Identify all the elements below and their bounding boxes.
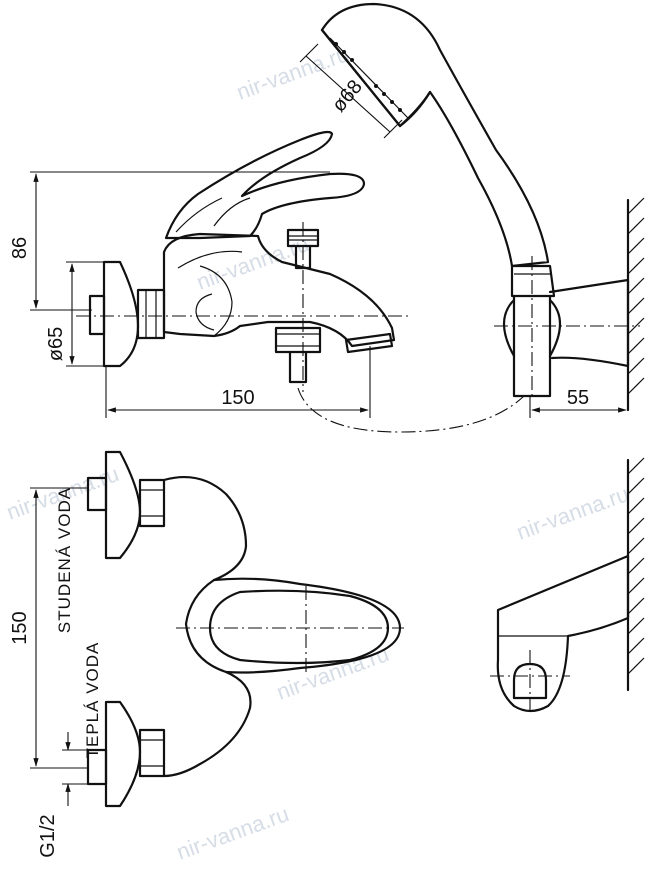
hot-water-label: TEPLÁ VODA [83,642,102,759]
dimension-label-150-bottom: 150 [9,611,31,644]
lever-detail [175,197,251,233]
lever-handle [164,130,366,240]
wall-hatching [627,197,645,395]
extension-lines [30,487,88,769]
shower-outlet-stem [288,350,308,384]
mixer-top-view [86,450,404,808]
upper-nut-edges [140,489,164,517]
holder-clamp [503,298,561,358]
dimension-86: 86 [9,171,330,311]
diverter-cap [286,228,320,248]
body-contour-top [177,250,243,269]
dimension-diameter-65: ø65 [45,261,104,367]
dimension-55: 55 [529,387,627,418]
shower-holder-side [494,256,640,400]
body-outline [162,476,252,778]
shower-outlet-nut [274,326,322,354]
shower-handle-end [510,264,556,298]
nut-edges [145,290,157,338]
extension-lines [30,171,330,311]
upper-nut [138,478,166,528]
lower-nut [138,728,166,778]
extension-lines [66,261,104,367]
holder-bracket [548,278,630,368]
wall-bottom [626,457,645,692]
cold-water-label: STUDENÁ VODA [55,487,74,633]
dimension-thread: G1/2 [37,732,88,858]
mixer-body [162,232,396,348]
body-contour [199,265,233,337]
mixer-side-view [76,130,525,433]
wall-flange [102,260,140,368]
dimension-150-top: 150 [105,346,371,418]
dimension-label-150-top: 150 [221,387,254,409]
wall-top [626,197,645,412]
watermark-text: nir-vanna.ru [193,231,312,295]
spout-outlet [344,332,394,354]
shower-face [320,28,432,128]
shower-holder-front [490,554,630,716]
wall-connector [88,294,106,336]
upper-connector [86,476,108,512]
connection-nut [136,288,166,340]
watermark-text: nir-vanna.ru [513,481,632,545]
dim-68-line [305,55,391,133]
holder-slot [512,662,548,700]
dimension-label-55: 55 [567,387,589,409]
lower-nut-edges [140,739,164,767]
body-contour-inner [195,293,215,331]
outlet-ridges [276,333,320,347]
dimension-150-bottom: 150 STUDENÁ VODA TEPLÁ VODA [9,487,102,769]
holder-body [496,554,630,713]
diverter-stem [294,244,312,270]
lower-flange [104,700,142,808]
wall-hatching [627,457,645,675]
dimension-label-d65: ø65 [45,327,67,361]
dimension-label-d68: ø68 [328,76,367,117]
extension-lines [105,346,371,418]
spray-nozzles [334,42,402,112]
shower-head-body [320,2,550,268]
thread-label: G1/2 [37,814,59,857]
dim-68-ext [299,43,403,139]
dimension-label-86: 86 [9,237,31,259]
lower-connector [86,748,108,786]
watermark-text: nir-vanna.ru [173,801,292,865]
